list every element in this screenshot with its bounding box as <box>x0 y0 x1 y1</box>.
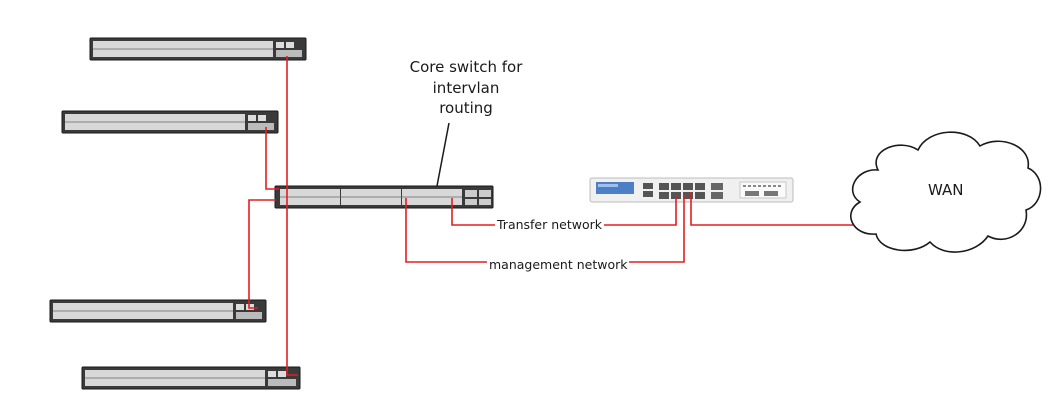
access-switch-1 <box>89 37 307 61</box>
firewall-appliance <box>589 177 794 203</box>
link-wan <box>690 192 853 226</box>
core-switch-label: Core switch for intervlan routing <box>398 57 534 119</box>
wan-cloud <box>850 131 1042 253</box>
network-links <box>248 56 853 376</box>
core-switch-label-line-3: routing <box>439 99 493 117</box>
core-switch-label-line-1: Core switch for <box>409 58 523 76</box>
core-switch <box>274 185 494 209</box>
core-switch-pointer <box>436 122 450 187</box>
transfer-network-label: Transfer network <box>495 217 604 232</box>
link-access-switch-1 <box>286 56 298 376</box>
access-switch-3 <box>49 299 267 323</box>
management-network-label: management network <box>487 257 630 272</box>
link-access-switch-2 <box>265 127 279 190</box>
access-switch-4 <box>81 366 301 390</box>
core-switch-label-line-2: intervlan <box>432 78 500 97</box>
access-switch-2 <box>61 110 279 134</box>
wan-label: WAN <box>928 181 964 199</box>
link-access-switch-3 <box>248 199 276 309</box>
